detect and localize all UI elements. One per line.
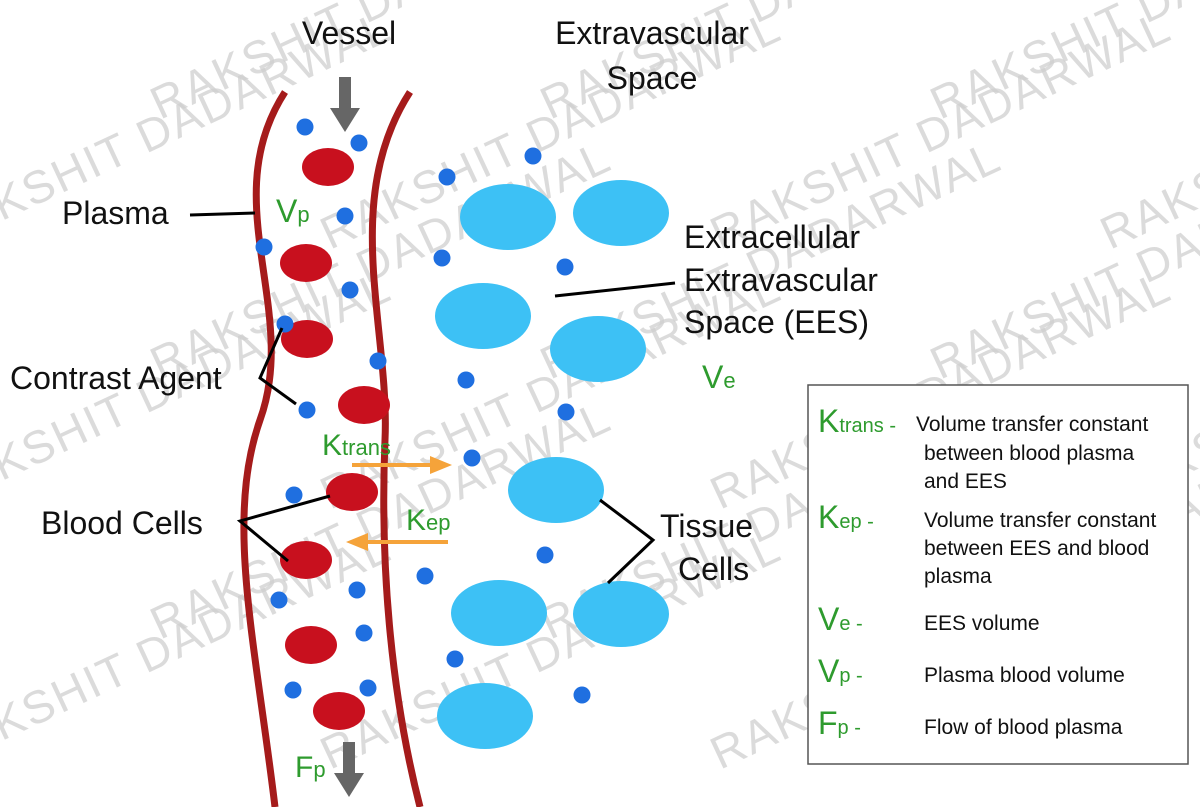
contrast-dot bbox=[270, 591, 288, 609]
contrast-dot bbox=[298, 401, 316, 419]
tissue-cell bbox=[573, 581, 669, 647]
contrast-dot bbox=[463, 449, 481, 467]
plasma-label: Plasma bbox=[62, 195, 169, 231]
contrast-dot bbox=[348, 581, 366, 599]
ees-leader bbox=[554, 281, 676, 298]
legend-desc-ktrans-3: and EES bbox=[924, 470, 1007, 493]
blood-cells bbox=[280, 148, 390, 730]
legend-symbol-vp: Vp - bbox=[818, 653, 863, 689]
leader-lines bbox=[189, 211, 676, 585]
contrast-dot bbox=[369, 352, 387, 370]
legend-desc-ktrans-2: between blood plasma bbox=[924, 442, 1134, 465]
blood-cell bbox=[280, 541, 332, 579]
blood-cells-label: Blood Cells bbox=[41, 505, 203, 541]
contrast-agent-dots bbox=[255, 118, 591, 704]
blood-cell bbox=[313, 692, 365, 730]
flow-arrow-out bbox=[334, 742, 364, 797]
contrast-dot bbox=[255, 238, 273, 256]
contrast-dot bbox=[285, 486, 303, 504]
contrast-dot bbox=[524, 147, 542, 165]
contrast-dot bbox=[355, 624, 373, 642]
legend-symbol-ktrans: Ktrans - bbox=[818, 403, 896, 439]
contrast-agent-leader bbox=[258, 327, 297, 406]
blood-cells-leader bbox=[236, 494, 331, 563]
blood-cell bbox=[280, 244, 332, 282]
extravascular-heading-line2: Space bbox=[607, 60, 698, 96]
ees-label-line2: Extravascular bbox=[684, 262, 878, 298]
blood-cell bbox=[326, 473, 378, 511]
fp-symbol: Fp bbox=[295, 751, 326, 784]
legend-desc-fp: Flow of blood plasma bbox=[924, 716, 1123, 739]
contrast-agent-label: Contrast Agent bbox=[10, 360, 222, 396]
blood-cell bbox=[302, 148, 354, 186]
contrast-dot bbox=[556, 258, 574, 276]
blood-cell bbox=[281, 320, 333, 358]
contrast-dot bbox=[359, 679, 377, 697]
contrast-dot bbox=[557, 403, 575, 421]
contrast-dot bbox=[416, 567, 434, 585]
tissue-cells bbox=[435, 180, 669, 749]
contrast-dot bbox=[284, 681, 302, 699]
tissue-cells-leader bbox=[599, 498, 656, 585]
contrast-dot bbox=[438, 168, 456, 186]
flow-arrow-in bbox=[330, 77, 360, 132]
contrast-dot bbox=[350, 134, 368, 152]
contrast-dot bbox=[341, 281, 359, 299]
vessel-wall-left bbox=[240, 90, 288, 807]
vessel-heading: Vessel bbox=[302, 15, 396, 51]
tissue-cell bbox=[451, 580, 547, 646]
vp-symbol: Vp bbox=[276, 193, 310, 229]
legend-desc-vp: Plasma blood volume bbox=[924, 664, 1125, 687]
contrast-dot bbox=[536, 546, 554, 564]
ve-symbol: Ve bbox=[702, 359, 736, 395]
kep-symbol: Kep bbox=[406, 504, 451, 537]
legend-symbol-fp: Fp - bbox=[818, 705, 861, 741]
tissue-cell bbox=[437, 683, 533, 749]
ees-label-line3: Space (EES) bbox=[684, 304, 869, 340]
plasma-leader bbox=[189, 211, 256, 217]
tissue-cell bbox=[550, 316, 646, 382]
legend-symbol-kep: Kep - bbox=[818, 499, 874, 535]
vessel-wall-right bbox=[368, 90, 424, 807]
tissue-cells-label-line2: Cells bbox=[678, 551, 749, 587]
contrast-dot bbox=[276, 315, 294, 333]
legend-desc-kep-1: Volume transfer constant bbox=[924, 509, 1156, 532]
contrast-dot bbox=[296, 118, 314, 136]
tissue-cell bbox=[573, 180, 669, 246]
ktrans-symbol: Ktrans bbox=[322, 429, 391, 462]
tissue-cell bbox=[508, 457, 604, 523]
legend-symbol-ve: Ve - bbox=[818, 601, 863, 637]
legend-desc-ktrans-1: Volume transfer constant bbox=[916, 413, 1148, 436]
ees-label-line1: Extracellular bbox=[684, 219, 860, 255]
contrast-dot bbox=[457, 371, 475, 389]
tissue-cells-label-line1: Tissue bbox=[660, 508, 753, 544]
contrast-dot bbox=[336, 207, 354, 225]
legend-desc-ve: EES volume bbox=[924, 612, 1040, 635]
blood-cell bbox=[338, 386, 390, 424]
vessel bbox=[240, 90, 424, 807]
contrast-dot bbox=[446, 650, 464, 668]
tissue-cell bbox=[460, 184, 556, 250]
contrast-dot bbox=[573, 686, 591, 704]
legend-desc-kep-2: between EES and blood bbox=[924, 537, 1149, 560]
extravascular-heading-line1: Extravascular bbox=[555, 15, 749, 51]
ktrans-arrow bbox=[352, 456, 452, 474]
kep-arrow bbox=[346, 533, 448, 551]
legend-desc-kep-3: plasma bbox=[924, 565, 992, 588]
contrast-dot bbox=[433, 249, 451, 267]
tissue-cell bbox=[435, 283, 531, 349]
legend-box bbox=[807, 384, 1189, 765]
blood-cell bbox=[285, 626, 337, 664]
legend: Ktrans - Volume transfer constant betwee… bbox=[807, 384, 1189, 765]
